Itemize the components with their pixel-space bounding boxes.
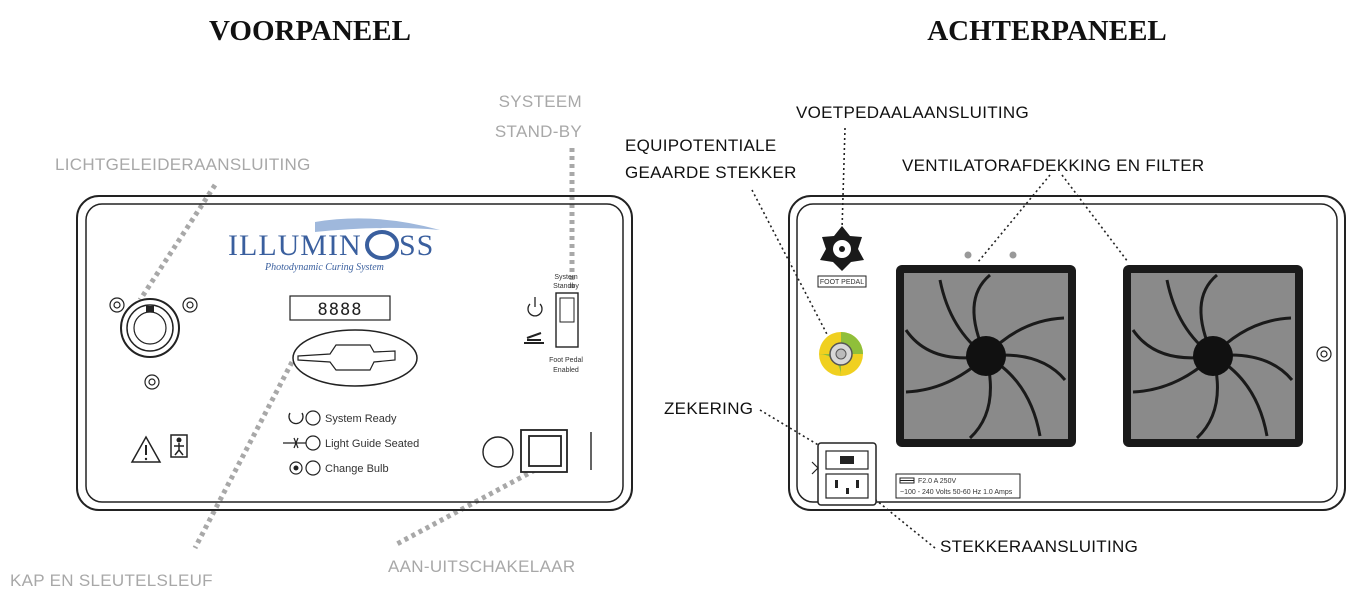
fan-cover-left	[896, 265, 1076, 447]
ready-icon	[288, 412, 304, 425]
bulb-icon	[289, 461, 303, 475]
foot-pedal-label: FOOT PEDAL	[820, 279, 864, 286]
equipotential-callout-line1: EQUIPOTENTIALE	[625, 136, 777, 155]
equipotential-callout-line2: GEAARDE STEKKER	[625, 163, 797, 182]
indicator-label: Change Bulb	[325, 463, 389, 475]
light-guide-icon	[283, 437, 309, 449]
indicator-system-ready: System Ready	[288, 410, 397, 426]
cap-keyslot-callout: KAP EN SLEUTELSLEUF	[10, 571, 213, 590]
rear-panel-screw	[1316, 346, 1332, 362]
front-panel-outer	[76, 195, 633, 511]
foot-pedal-leader	[841, 127, 846, 231]
rear-panel-outer	[788, 195, 1346, 511]
warning-icon	[130, 435, 162, 463]
power-rocker-face	[528, 435, 562, 467]
rear-panel-title: ACHTERPANEEL	[927, 15, 1167, 47]
rocker-upper	[559, 297, 575, 323]
inlet-bracket	[811, 461, 819, 475]
standby-rocker-switch[interactable]	[555, 292, 579, 348]
bulb-led	[305, 460, 321, 476]
logo-subtitle: Photodynamic Curing System	[264, 262, 384, 273]
fuse-rating-line2: ~100 - 240 Volts 50-60 Hz 1.0 Amps	[900, 489, 1013, 496]
foot-pedal-label-box	[817, 275, 867, 288]
standby-label-line2: Standby	[553, 283, 579, 290]
fan-cover-callout: VENTILATORAFDEKKING EN FILTER	[902, 156, 1204, 175]
fan-indicator-dot-1	[964, 251, 972, 259]
segment-display-value: 8888	[318, 300, 363, 320]
front-panel-inner	[85, 203, 624, 503]
fuse-callout: ZEKERING	[664, 399, 753, 418]
logo-brand-left: ILLUMIN	[228, 229, 362, 262]
fan2-leader	[1061, 174, 1129, 263]
logo-o-mark	[365, 230, 399, 260]
rear-panel-inner	[796, 203, 1338, 503]
fan-cover-right	[1123, 265, 1303, 447]
logo-brand-right: SS	[399, 229, 434, 262]
power-standby-icon	[527, 297, 543, 317]
foot-pedal-icon	[524, 332, 544, 344]
light-guide-port[interactable]	[120, 298, 180, 358]
seated-led	[305, 435, 321, 451]
ground-leader	[751, 189, 831, 341]
standby-label-line1: System	[554, 274, 578, 281]
foot-pedal-enabled-line2: Enabled	[553, 367, 579, 374]
fuse-power-inlet-module[interactable]	[817, 442, 877, 506]
power-switch-leader	[393, 467, 537, 548]
equipotential-ground-stud[interactable]	[819, 332, 863, 376]
ready-led	[305, 410, 321, 426]
cap-leader	[192, 360, 295, 550]
light-guide-leader	[137, 183, 218, 302]
indicator-label: Light Guide Seated	[325, 438, 419, 450]
port-screws	[109, 297, 198, 390]
indicator-label: System Ready	[325, 413, 397, 425]
logo-swoosh	[315, 218, 440, 232]
keyslot-shape	[297, 344, 396, 371]
power-inlet-callout: STEKKERAANSLUITING	[940, 537, 1138, 556]
foot-pedal-enabled-line1: Foot Pedal	[549, 357, 583, 364]
foot-pedal-connector[interactable]	[820, 226, 864, 271]
front-panel-title: VOORPANEEL	[209, 15, 411, 47]
segment-display	[289, 295, 391, 321]
indicator-light-guide-seated: Light Guide Seated	[283, 435, 419, 451]
rating-label	[895, 473, 1021, 499]
fan-indicator-dot-2	[1009, 251, 1017, 259]
power-indicator-ring	[482, 436, 514, 468]
fuse-rating-line1: F2.0 A 250V	[918, 478, 956, 485]
indicator-change-bulb: Change Bulb	[289, 460, 389, 476]
cap-keyslot[interactable]	[292, 329, 418, 387]
bf-applied-part-icon	[170, 434, 188, 458]
iec-inlet	[825, 473, 869, 499]
front-leader-lines	[137, 148, 575, 550]
system-standby-callout-line1: SYSTEEM	[499, 92, 582, 111]
power-switch-callout: AAN-UITSCHAKELAAR	[388, 557, 575, 576]
fan1-leader	[977, 174, 1051, 263]
light-guide-port-callout: LICHTGELEIDERAANSLUITING	[55, 155, 311, 174]
foot-pedal-port-callout: VOETPEDAALAANSLUITING	[796, 103, 1029, 122]
fuse-symbol-icon	[899, 477, 915, 484]
system-standby-callout-line2: STAND-BY	[495, 122, 582, 141]
